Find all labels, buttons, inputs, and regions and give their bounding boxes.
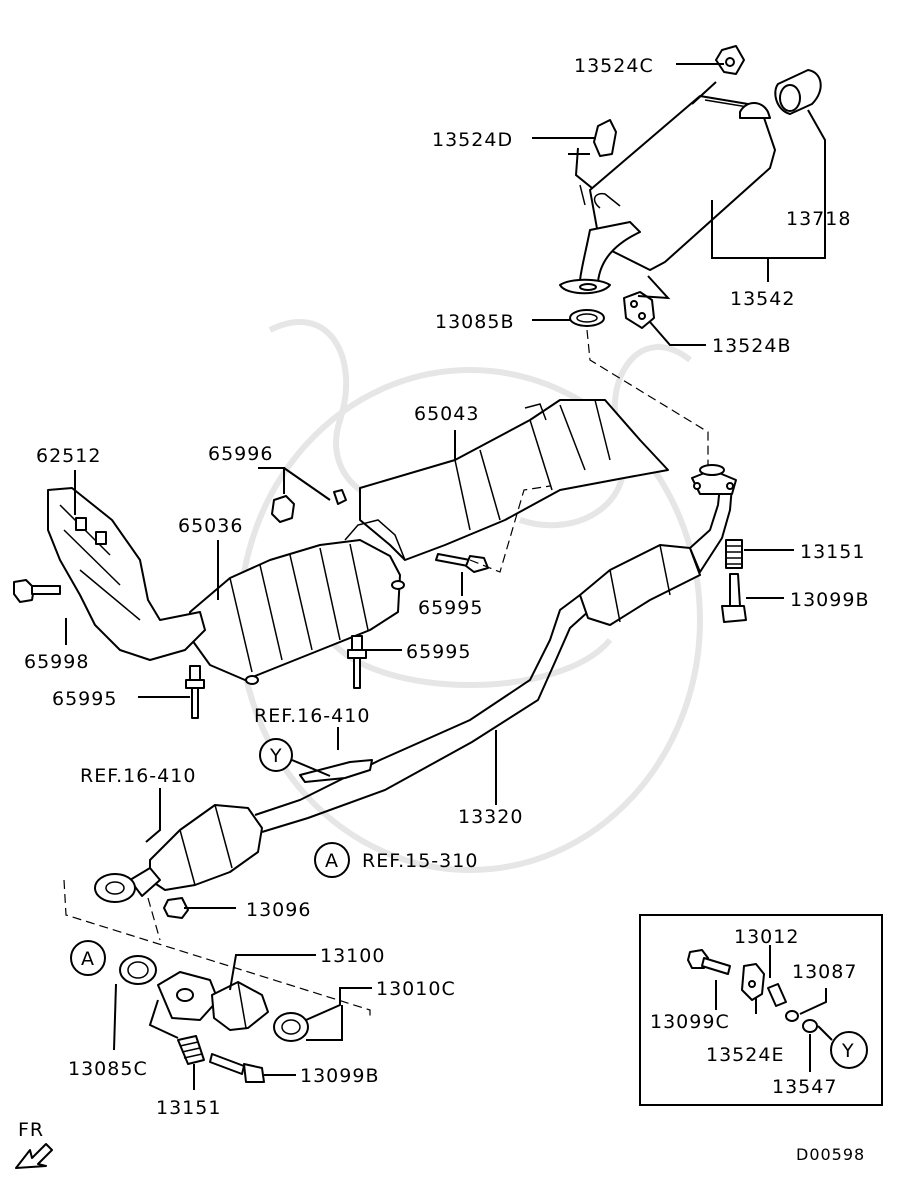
tail-pipe-finisher (774, 69, 822, 115)
label-65996: 65996 (208, 443, 273, 465)
label-65995-right: 65995 (418, 597, 483, 619)
label-ref-15-310: REF.15-310 (362, 850, 478, 872)
label-13718: 13718 (786, 208, 851, 230)
hanger-13524B (623, 291, 655, 329)
callout-a-lower: A (70, 940, 106, 976)
bolt-65998 (13, 579, 61, 603)
spring-13151-lower (177, 1035, 205, 1065)
label-62512: 62512 (36, 445, 101, 467)
label-13524D: 13524D (432, 129, 513, 151)
label-65995-mid: 65995 (406, 641, 471, 663)
label-13320: 13320 (458, 806, 523, 828)
callout-y-upper: Y (259, 738, 293, 772)
bolt-65995-left (185, 665, 205, 719)
label-65998: 65998 (24, 651, 89, 673)
dashed-guides (63, 329, 709, 1018)
label-13085C: 13085C (68, 1058, 148, 1080)
label-13096: 13096 (246, 899, 311, 921)
svg-text:Y: Y (269, 745, 283, 767)
label-ref-16-410-lower: REF.16-410 (80, 765, 196, 787)
heat-protector-65043 (359, 399, 669, 561)
bolt-65995-mid (347, 635, 367, 689)
label-13542: 13542 (730, 288, 795, 310)
hanger-13524D (568, 119, 617, 189)
hanger-13524C (691, 45, 745, 105)
label-13100: 13100 (320, 945, 385, 967)
label-13099B-upper: 13099B (790, 589, 869, 611)
label-13010C: 13010C (376, 978, 456, 1000)
hanger-detail-inset: Y 13012 13087 13099C 13524E 13547 (639, 914, 883, 1106)
fr-label: FR (18, 1119, 44, 1141)
inset-callout-y: Y (841, 1040, 855, 1062)
label-65036: 65036 (178, 515, 243, 537)
label-13087: 13087 (792, 961, 857, 983)
label-13524B: 13524B (712, 335, 791, 357)
bolt-13099B-lower (209, 1053, 265, 1083)
label-13524E: 13524E (706, 1044, 784, 1066)
label-13151-lower: 13151 (156, 1097, 221, 1119)
label-13547: 13547 (772, 1076, 837, 1098)
heat-protector-62512 (47, 487, 206, 661)
label-13524C: 13524C (574, 55, 654, 77)
callout-a-upper: A (314, 842, 350, 878)
label-13099C: 13099C (650, 1011, 730, 1033)
leader-lines (65, 63, 826, 1090)
label-65995-left: 65995 (52, 688, 117, 710)
catalytic-converter-upper (94, 804, 263, 919)
svg-text:A: A (81, 948, 95, 970)
diagram-code: D00598 (796, 1145, 865, 1164)
main-muffler (559, 95, 776, 295)
label-65043: 65043 (414, 403, 479, 425)
svg-text:A: A (325, 850, 339, 872)
label-13085B: 13085B (435, 311, 514, 333)
bolt-13099B-upper (721, 573, 747, 623)
spring-13151-upper (725, 539, 743, 569)
bolt-65995-right (435, 553, 489, 573)
gasket-13085B (569, 309, 605, 327)
front-direction-marker: FR (15, 1119, 53, 1169)
heat-protector-65036 (189, 519, 406, 685)
part-labels: 13524C 13524D 13718 13542 13085B 13524B … (24, 55, 869, 1119)
catalytic-converter-lower (157, 971, 269, 1031)
gasket-13085C (119, 955, 157, 985)
front-exhaust-pipe (254, 464, 737, 833)
label-13151-upper: 13151 (800, 541, 865, 563)
label-ref-16-410-upper: REF.16-410 (254, 705, 370, 727)
label-13099B-lower: 13099B (300, 1065, 379, 1087)
gasket-13010C (273, 1012, 309, 1042)
nut-65996 (271, 495, 295, 523)
clip-65996b (333, 489, 347, 505)
label-13012: 13012 (734, 926, 799, 948)
